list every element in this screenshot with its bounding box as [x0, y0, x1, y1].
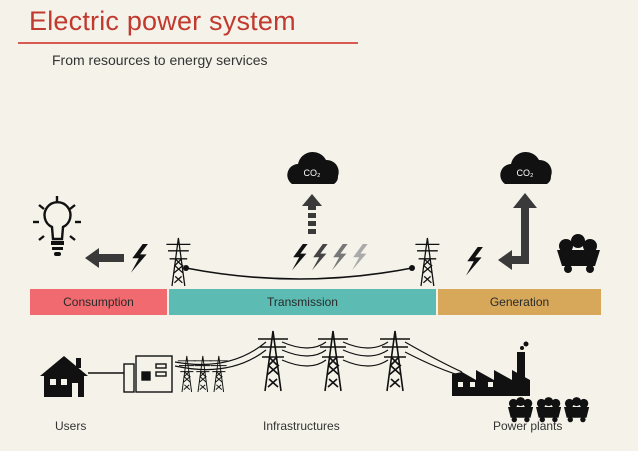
lightning-icon: [466, 247, 483, 276]
title-underline: [18, 42, 358, 44]
house-icon: [40, 356, 88, 397]
arrow-up-icon: [302, 194, 322, 234]
label-infrastructures: Infrastructures: [263, 419, 340, 433]
stage-generation: Generation: [489, 295, 550, 309]
consumption-bar: [30, 289, 167, 315]
transmission-bar: [169, 289, 436, 315]
arrow-branch-icon: [498, 193, 537, 270]
cloud-co2-icon: CO₂: [500, 151, 552, 184]
cloud-label: CO₂: [517, 168, 535, 178]
generation-bar: [438, 289, 601, 315]
pylon-icon: [165, 237, 192, 287]
lightning-icon: [131, 244, 148, 273]
mine-cart-coal-icon: [557, 234, 600, 273]
cloud-label: CO₂: [304, 168, 322, 178]
lightbulb-icon: [33, 196, 81, 256]
stage-transmission: Transmission: [267, 295, 338, 309]
substation-icon: [123, 355, 173, 393]
label-users: Users: [55, 419, 87, 433]
pylon-icon: [414, 237, 441, 287]
arrow-left-icon: [85, 248, 124, 268]
transmission-line: [185, 267, 413, 280]
label-power-plants: Power plants: [493, 419, 563, 433]
stage-consumption: Consumption: [63, 295, 134, 309]
pylon-icon: [177, 355, 229, 393]
power-cables: [174, 341, 463, 377]
cloud-co2-icon: CO₂: [287, 151, 339, 184]
page-subtitle: From resources to energy services: [52, 52, 268, 68]
page-title: Electric power system: [29, 6, 296, 36]
factory-icon: [452, 341, 530, 396]
lightning-icon: [292, 244, 368, 271]
